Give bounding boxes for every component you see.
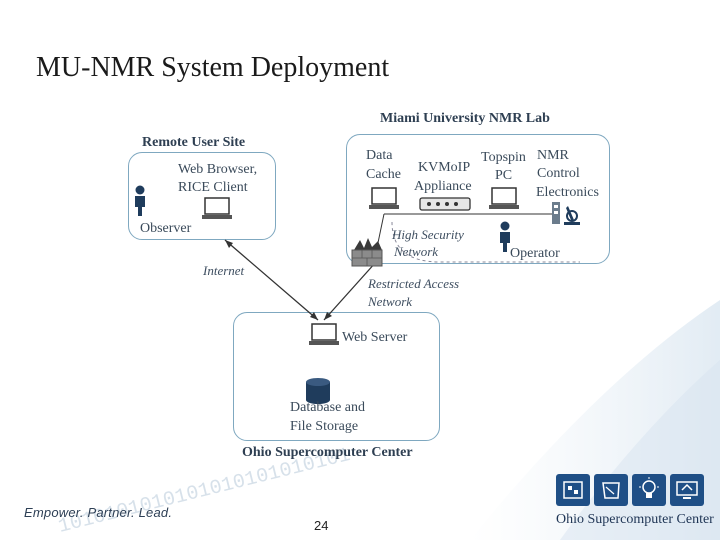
firewall-icon: [351, 238, 383, 267]
logo-tile-icon: [594, 474, 628, 506]
high-security-label-line2: Network: [394, 244, 439, 259]
osc-heading: Ohio Supercomputer Center: [242, 445, 413, 460]
laptop-icon: [202, 197, 232, 219]
laptop-icon: [309, 323, 339, 345]
nmr-label-line3: Electronics: [536, 185, 599, 200]
logo-tile-icon: [556, 474, 590, 506]
operator-label: Operator: [510, 246, 560, 261]
page-number: 24: [314, 518, 329, 533]
arrowhead: [310, 312, 318, 320]
database-icon: [306, 378, 330, 404]
kvm-label-line1: KVMoIP: [418, 160, 471, 175]
remote-site-box: [128, 152, 276, 240]
nmr-label-line1: NMR: [537, 148, 569, 163]
high-security-label-line1: High Security: [392, 227, 464, 242]
web-server-label: Web Server: [342, 330, 408, 345]
internet-label: Internet: [203, 263, 245, 278]
client-label-line2: RICE Client: [178, 180, 248, 195]
kvm-appliance-icon: [419, 197, 471, 211]
footer-tagline: Empower. Partner. Lead.: [24, 505, 173, 520]
restricted-label-line1: Restricted Access: [368, 276, 460, 291]
page-title: MU-NMR System Deployment: [36, 52, 390, 83]
internet-link: [224, 239, 319, 321]
osc-logo-text: Ohio Supercomputer Center: [556, 512, 714, 527]
database-label-line2: File Storage: [290, 419, 359, 434]
arrowhead: [324, 312, 332, 320]
topspin-label-line2: PC: [495, 168, 513, 183]
data-cache-label-line1: Data: [366, 148, 393, 163]
laptop-icon: [369, 187, 399, 209]
observer-label: Observer: [140, 221, 192, 236]
kvm-label-line2: Appliance: [414, 179, 472, 194]
restricted-label-line2: Network: [368, 294, 413, 309]
data-cache-label-line2: Cache: [366, 167, 401, 182]
high-security-zone: [391, 221, 580, 263]
logo-tile-icon: [632, 474, 666, 506]
user-icon: [135, 185, 145, 216]
database-label-line1: Database and: [290, 400, 366, 415]
client-label-line1: Web Browser,: [178, 162, 258, 177]
lab-heading: Miami University NMR Lab: [380, 111, 550, 126]
remote-site-heading: Remote User Site: [142, 135, 246, 150]
laptop-icon: [489, 187, 519, 209]
restricted-link: [323, 261, 377, 321]
logo-tile-icon: [670, 474, 704, 506]
user-icon: [500, 221, 510, 252]
arrowhead: [225, 240, 233, 248]
microscope-icon: [552, 202, 580, 225]
nmr-label-line2: Control: [537, 166, 580, 181]
topspin-label-line1: Topspin: [481, 150, 526, 165]
